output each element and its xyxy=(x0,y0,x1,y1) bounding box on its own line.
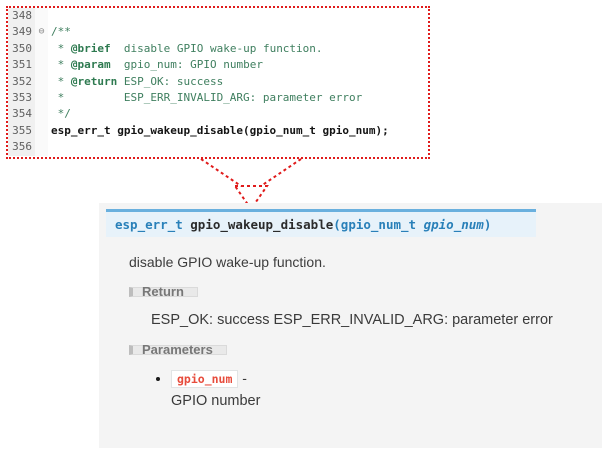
code-comment: * ESP_ERR_INVALID_ARG: parameter error xyxy=(51,90,363,104)
fold-marker xyxy=(35,89,48,107)
code-comment: * xyxy=(51,41,71,55)
paren-close: ) xyxy=(483,217,492,232)
doxygen-tag: @brief xyxy=(70,41,111,55)
parameter-name-chip: gpio_num xyxy=(171,370,239,388)
code-line[interactable]: 354 */ xyxy=(8,106,428,123)
fold-marker xyxy=(35,122,48,140)
parameters-list: gpio_num - GPIO number xyxy=(157,370,602,409)
function-description: disable GPIO wake-up function. xyxy=(129,254,326,270)
code-comment: /** xyxy=(51,25,71,39)
line-number: 348 xyxy=(8,8,35,25)
code-line[interactable]: 352 * @return ESP_OK: success xyxy=(8,73,428,90)
code-comment: * xyxy=(51,74,71,88)
fold-marker xyxy=(35,40,48,58)
return-section-header: Return xyxy=(129,285,198,298)
code-comment: disable GPIO wake-up function. xyxy=(110,41,323,55)
parameter-separator: - xyxy=(238,370,247,386)
code-comment: * xyxy=(51,58,71,72)
paren-open: ( xyxy=(333,217,341,232)
code-line[interactable]: 353 * ESP_ERR_INVALID_ARG: parameter err… xyxy=(8,89,428,107)
line-number: 351 xyxy=(8,57,35,74)
parameter-description: GPIO number xyxy=(171,393,261,409)
line-number: 354 xyxy=(8,106,35,123)
fold-collapse-icon[interactable]: ⊖ xyxy=(35,24,48,41)
code-line[interactable]: 348 xyxy=(8,8,428,25)
fold-marker xyxy=(35,73,48,90)
doc-panel: esp_err_t gpio_wakeup_disable(gpio_num_t… xyxy=(99,203,602,448)
function-name: gpio_wakeup_disable xyxy=(190,217,334,232)
line-number: 355 xyxy=(8,122,35,140)
code-line[interactable]: 355 esp_err_t gpio_wakeup_disable(gpio_n… xyxy=(8,122,428,140)
line-number: 349 xyxy=(8,24,35,41)
red-dotted-arrow-icon xyxy=(200,158,302,211)
return-type-link[interactable]: esp_err_t xyxy=(115,217,191,232)
parameter-item: gpio_num - GPIO number xyxy=(171,370,602,409)
fold-marker xyxy=(35,139,48,156)
function-declaration: esp_err_t gpio_wakeup_disable(gpio_num_t… xyxy=(51,123,389,137)
code-comment: ESP_OK: success xyxy=(117,74,224,88)
param-type-link[interactable]: gpio_num_t xyxy=(340,217,424,232)
line-number: 352 xyxy=(8,73,35,90)
parameters-section-header: Parameters xyxy=(129,343,227,356)
code-editor-snippet: 348 349 ⊖ /** 350 * @brief disable GPIO … xyxy=(6,6,430,159)
function-signature: esp_err_t gpio_wakeup_disable(gpio_num_t… xyxy=(106,209,536,237)
fold-marker xyxy=(35,8,48,25)
doxygen-tag: @param xyxy=(70,58,111,72)
code-line[interactable]: 351 * @param gpio_num: GPIO number xyxy=(8,57,428,74)
code-line[interactable]: 349 ⊖ /** xyxy=(8,24,428,41)
doxygen-tag: @return xyxy=(70,74,118,88)
code-line[interactable]: 350 * @brief disable GPIO wake-up functi… xyxy=(8,40,428,58)
return-section-text: ESP_OK: success ESP_ERR_INVALID_ARG: par… xyxy=(151,312,553,328)
line-number: 356 xyxy=(8,139,35,156)
line-number: 350 xyxy=(8,40,35,58)
code-comment: */ xyxy=(51,107,71,121)
code-comment: gpio_num: GPIO number xyxy=(110,58,263,72)
fold-marker xyxy=(35,106,48,123)
code-line[interactable]: 356 xyxy=(8,139,428,156)
fold-marker xyxy=(35,57,48,74)
param-name: gpio_num xyxy=(423,217,484,232)
line-number: 353 xyxy=(8,89,35,107)
